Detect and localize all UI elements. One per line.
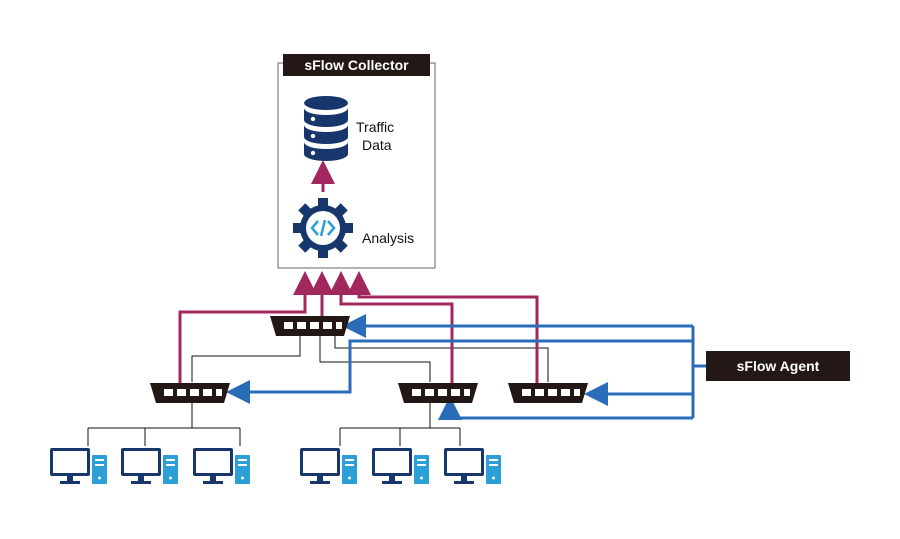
middle-switch-icon [398,383,478,403]
computer-icon [193,448,250,484]
sflow-agent-label: sFlow Agent [737,358,820,374]
network-connections [87,336,549,446]
traffic-data-label-line1: Traffic [356,119,394,135]
collector-title-badge: sFlow Collector [283,54,430,76]
database-icon [304,96,348,161]
computer-icon [372,448,429,484]
agent-to-left-switch [226,339,693,404]
sflow-agent-badge: sFlow Agent [706,351,850,381]
left-switch-icon [150,383,230,403]
flow-from-right-switch [347,271,539,384]
collector-title: sFlow Collector [304,57,409,73]
sflow-agent-flows [226,314,708,420]
computer-icon [300,448,357,484]
right-switch-icon [508,383,588,403]
core-switch-icon [270,316,350,336]
flow-from-left-switch [178,271,317,384]
agent-to-middle-switch [438,396,693,420]
flow-from-middle-switch [329,271,454,384]
sflow-datagram-flows [178,271,539,384]
computer-icon [444,448,501,484]
computer-icon [50,448,107,484]
analysis-label: Analysis [362,230,414,246]
code-gear-icon [293,198,353,258]
computer-icon [121,448,178,484]
traffic-data-label-line2: Data [362,137,392,153]
